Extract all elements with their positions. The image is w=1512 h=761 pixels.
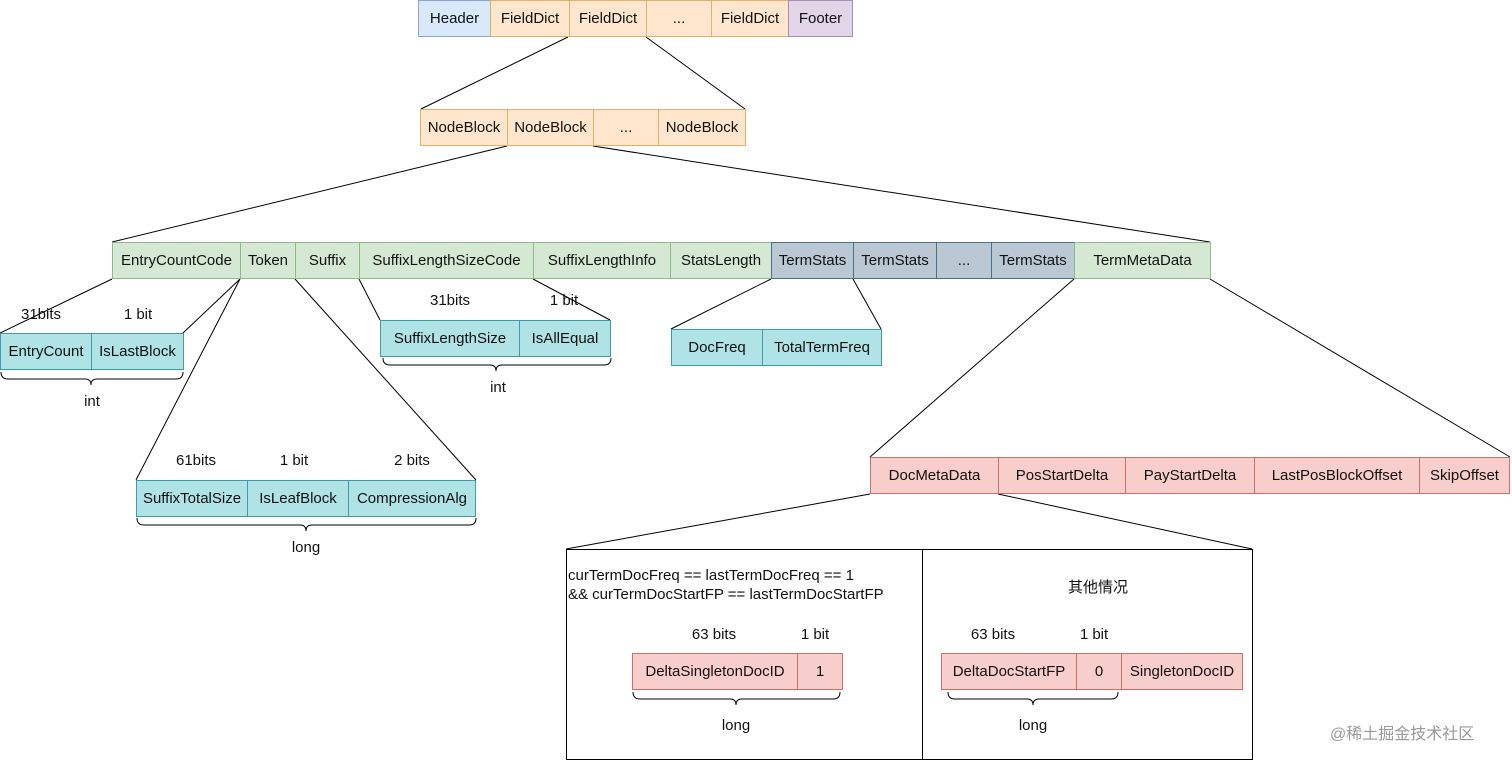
bits-label: 1 bit xyxy=(1079,626,1109,643)
docmetadata-cell: DocMetaData xyxy=(870,457,999,494)
other-case-label: 其他情况 xyxy=(1067,579,1129,596)
suffix-cell: Suffix xyxy=(295,242,360,279)
bits-label: 1 bit xyxy=(123,306,153,323)
entrycountcode-cell: EntryCountCode xyxy=(112,242,241,279)
docfreq-cell: DocFreq xyxy=(671,329,763,366)
totaltermfreq-cell: TotalTermFreq xyxy=(762,329,882,366)
condition-line: curTermDocFreq == lastTermDocFreq == 1 xyxy=(568,567,854,584)
singletondocid-cell: SingletonDocID xyxy=(1121,653,1243,690)
termstats-cell: TermStats xyxy=(853,242,937,279)
isallequal-cell: IsAllEqual xyxy=(519,320,611,357)
token-cell: Token xyxy=(240,242,296,279)
compressionalg-cell: CompressionAlg xyxy=(348,480,476,517)
flag-one-cell: 1 xyxy=(797,653,843,690)
suffixtotalsize-cell: SuffixTotalSize xyxy=(136,480,248,517)
type-label: long xyxy=(721,717,751,734)
ellipsis-cell: ... xyxy=(936,242,992,279)
nodeblock-cell: NodeBlock xyxy=(507,109,594,146)
paystartdelta-cell: PayStartDelta xyxy=(1125,457,1255,494)
skipoffset-cell: SkipOffset xyxy=(1419,457,1510,494)
braces xyxy=(0,357,1119,706)
bits-label: 1 bit xyxy=(549,292,579,309)
connector-lines xyxy=(0,36,1511,550)
suffixlengthsizecode-cell: SuffixLengthSizeCode xyxy=(359,242,534,279)
isleafblock-cell: IsLeafBlock xyxy=(247,480,349,517)
bits-label: 61bits xyxy=(175,452,217,469)
lastposblockoffset-cell: LastPosBlockOffset xyxy=(1254,457,1420,494)
deltadocstartfp-cell: DeltaDocStartFP xyxy=(941,653,1077,690)
other-case-box xyxy=(922,549,1253,760)
fielddict-cell: FieldDict xyxy=(711,0,789,37)
termstats-cell: TermStats xyxy=(771,242,854,279)
entrycount-cell: EntryCount xyxy=(0,333,92,370)
condition-line: && curTermDocStartFP == lastTermDocStart… xyxy=(568,586,884,603)
bits-label: 31bits xyxy=(429,292,471,309)
islastblock-cell: IsLastBlock xyxy=(91,333,184,370)
ellipsis-cell: ... xyxy=(646,0,712,37)
termmetadata-cell: TermMetaData xyxy=(1074,242,1211,279)
bits-label: 1 bit xyxy=(279,452,309,469)
footer-cell: Footer xyxy=(788,0,853,37)
bits-label: 31bits xyxy=(20,306,62,323)
termstats-cell: TermStats xyxy=(991,242,1075,279)
ellipsis-cell: ... xyxy=(593,109,659,146)
deltasingletondocid-cell: DeltaSingletonDocID xyxy=(632,653,798,690)
bits-label: 1 bit xyxy=(800,626,830,643)
flag-zero-cell: 0 xyxy=(1076,653,1122,690)
fielddict-cell: FieldDict xyxy=(569,0,647,37)
bits-label: 2 bits xyxy=(394,452,430,469)
bits-label: 63 bits xyxy=(970,626,1016,643)
suffixlengthsize-cell: SuffixLengthSize xyxy=(380,320,520,357)
fielddict-cell: FieldDict xyxy=(490,0,570,37)
bits-label: 63 bits xyxy=(691,626,737,643)
type-label: long xyxy=(291,539,321,556)
posstartdelta-cell: PosStartDelta xyxy=(998,457,1126,494)
statslength-cell: StatsLength xyxy=(670,242,772,279)
header-cell: Header xyxy=(418,0,491,37)
suffixlengthinfo-cell: SuffixLengthInfo xyxy=(533,242,671,279)
type-label: int xyxy=(490,379,506,396)
watermark-text: @稀土掘金技术社区 xyxy=(1330,726,1475,743)
nodeblock-cell: NodeBlock xyxy=(658,109,746,146)
type-label: long xyxy=(1018,717,1048,734)
nodeblock-cell: NodeBlock xyxy=(420,109,508,146)
type-label: int xyxy=(84,393,100,410)
